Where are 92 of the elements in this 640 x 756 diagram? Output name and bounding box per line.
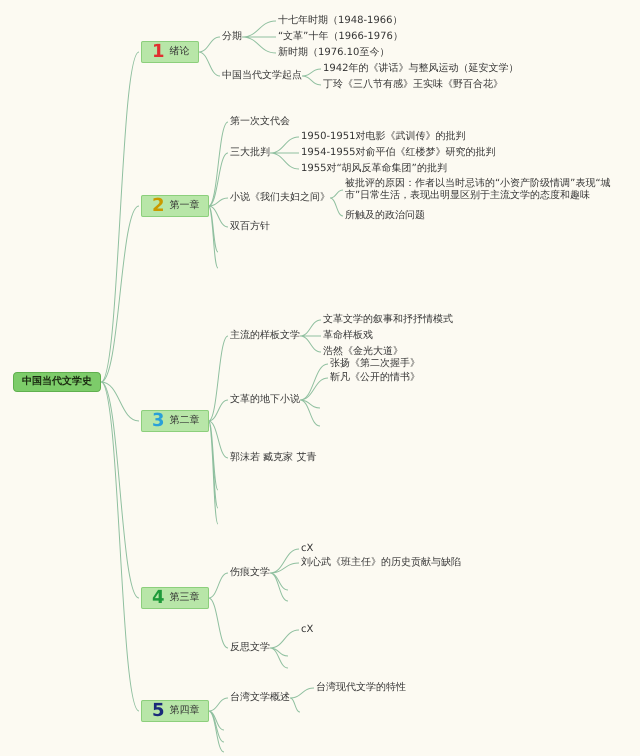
topic-text: 台湾现代文学的特性 <box>316 682 406 694</box>
branch-line <box>100 52 140 382</box>
branch-line <box>300 336 322 352</box>
branch-line <box>302 68 322 76</box>
topic-text: 分期 <box>222 31 242 43</box>
topic-text: 革命样板戏 <box>323 330 373 342</box>
branch-line <box>208 598 228 648</box>
branch-line <box>208 400 228 422</box>
topic-text: 三大批判 <box>230 147 270 159</box>
branch-line <box>208 206 228 228</box>
chapter-box <box>141 700 209 722</box>
branch-line <box>330 198 344 216</box>
topic-text: 被批评的原因：作者以当时忌讳的“小资产阶级情调”表现“城市”日常生活，表现出明显区别于主流文学的态度和趣味 <box>345 178 630 202</box>
chapter-title: 绪论 <box>170 46 190 58</box>
topic-text: 刘心武《班主任》的历史贡献与缺陷 <box>301 557 461 569</box>
chapter-box <box>141 410 209 432</box>
topic-text: 中国当代文学起点 <box>222 70 302 82</box>
topic-text: 反思文学 <box>230 642 270 654</box>
branch-line <box>270 152 300 170</box>
chapter-box <box>141 195 209 217</box>
topic-text: 伤痕文学 <box>230 567 270 579</box>
topic-text: “文革”十年（1966-1976） <box>278 31 403 43</box>
topic-text: 浩然《金光大道》 <box>323 346 403 358</box>
branch-line <box>208 122 228 206</box>
branch-line <box>208 336 228 422</box>
topic-text: 主流的样板文学 <box>230 330 300 342</box>
branch-line <box>208 420 228 458</box>
branch-line <box>208 710 224 730</box>
branch-line <box>300 400 320 408</box>
branch-line <box>302 76 322 86</box>
branch-line <box>198 52 220 76</box>
topic-text: cX <box>301 543 314 555</box>
topic-text: 1955对“胡风反革命集团”的批判 <box>301 163 447 175</box>
root-topic: 中国当代文学史 <box>13 372 101 392</box>
chapter-number: 1 <box>152 43 165 61</box>
branch-line <box>208 698 228 712</box>
topic-text: 所触及的政治问题 <box>345 210 425 222</box>
topic-text: 第一次文代会 <box>230 116 290 128</box>
branch-line <box>208 420 218 508</box>
topic-text: 十七年时期（1948-1966） <box>278 15 403 27</box>
branch-line <box>270 630 300 648</box>
branch-line <box>100 382 140 712</box>
branch-line <box>208 198 228 206</box>
chapter-title: 第一章 <box>170 200 200 212</box>
chapter-box <box>141 41 199 63</box>
topic-text: 张扬《第二次握手》 <box>330 358 420 370</box>
topic-text: 文革文学的叙事和抒抒情模式 <box>323 314 453 326</box>
branch-line <box>270 136 300 154</box>
branch-line <box>208 206 218 268</box>
topic-text: 新时期（1976.10至今） <box>278 47 390 59</box>
branch-line <box>100 382 140 598</box>
branch-line <box>300 320 322 336</box>
topic-text: 1942年的《讲话》与整风运动（延安文学） <box>323 63 518 75</box>
branch-line <box>100 206 140 382</box>
branch-line <box>300 364 328 400</box>
branch-line <box>208 572 228 598</box>
branch-line <box>300 400 320 426</box>
topic-text: 小说《我们夫妇之间》 <box>230 192 330 204</box>
branch-line <box>208 710 224 752</box>
topic-text: 1950-1951对电影《武训传》的批判 <box>301 131 466 143</box>
branch-line <box>270 548 300 574</box>
branch-line <box>270 572 288 590</box>
chapter-number: 3 <box>152 412 165 430</box>
chapter-title: 第三章 <box>170 592 200 604</box>
topic-text: 丁玲《三八节有感》王实味《野百合花》 <box>323 79 503 91</box>
branch-line <box>100 382 140 422</box>
topic-text: 靳凡《公开的情书》 <box>330 372 420 384</box>
branch-line <box>270 648 288 668</box>
topic-text: 双百方针 <box>230 221 270 233</box>
branch-line <box>242 36 276 54</box>
chapter-title: 第二章 <box>170 415 200 427</box>
chapter-number: 5 <box>152 702 165 720</box>
branch-line <box>208 206 218 252</box>
branch-line <box>290 698 300 712</box>
chapter-number: 2 <box>152 197 165 215</box>
branch-line <box>208 420 218 490</box>
branch-line <box>198 36 220 52</box>
branch-line <box>208 152 228 206</box>
topic-text: cX <box>301 624 314 636</box>
branch-line <box>330 190 344 198</box>
branch-line <box>290 688 314 698</box>
chapter-title: 第四章 <box>170 705 200 717</box>
branch-line <box>270 562 300 574</box>
topic-text: 郭沫若 臧克家 艾青 <box>230 452 316 464</box>
topic-text: 文革的地下小说 <box>230 394 300 406</box>
chapter-box <box>141 587 209 609</box>
branch-line <box>270 648 288 656</box>
topic-text: 台湾文学概述 <box>230 692 290 704</box>
topic-text: 1954-1955对俞平伯《红楼梦》研究的批判 <box>301 147 496 159</box>
branch-line <box>270 572 288 602</box>
branch-line <box>300 378 328 400</box>
chapter-number: 4 <box>152 589 165 607</box>
